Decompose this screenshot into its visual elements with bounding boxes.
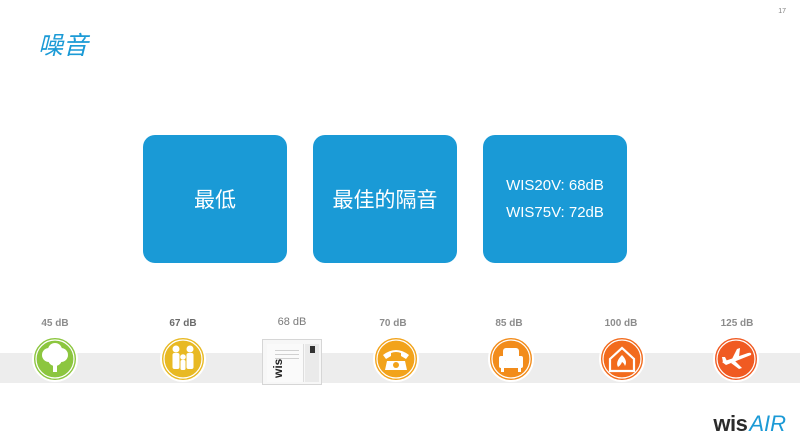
telephone-icon xyxy=(372,335,420,383)
family-icon xyxy=(159,335,207,383)
card-lowest-text: 最低 xyxy=(194,188,236,212)
card-specs: WIS20V: 68dB WIS75V: 72dB xyxy=(483,135,627,263)
db-label-67: 67 dB xyxy=(169,318,197,329)
wisair-logo: wis AIR xyxy=(713,411,786,437)
fire-icon xyxy=(598,335,646,383)
unit-front-panel xyxy=(267,344,304,382)
unit-badge xyxy=(310,346,315,353)
unit-side-panel xyxy=(305,344,319,382)
db-label-85: 85 dB xyxy=(495,318,523,329)
db-label-45: 45 dB xyxy=(41,318,69,329)
spec-wis75v: WIS75V: 72dB xyxy=(506,204,604,221)
airplane-icon xyxy=(712,335,760,383)
card-best-insulation-text: 最佳的隔音 xyxy=(332,188,438,212)
card-lowest: 最低 xyxy=(143,135,287,263)
slide-title: 噪音 xyxy=(38,31,89,60)
db-label-100: 100 dB xyxy=(604,318,638,329)
armchair-icon xyxy=(487,335,535,383)
card-best-insulation: 最佳的隔音 xyxy=(313,135,457,263)
page-number: 17 xyxy=(778,8,786,15)
wis-unit-image: wis xyxy=(262,339,322,385)
db-label-125: 125 dB xyxy=(720,318,754,329)
tree-icon xyxy=(31,335,79,383)
db-label-70: 70 dB xyxy=(379,318,407,329)
logo-wis-text: wis xyxy=(713,411,748,436)
unit-brand-text: wis xyxy=(271,358,285,378)
spec-wis20v: WIS20V: 68dB xyxy=(506,177,604,194)
db-label-68: 68 dB xyxy=(277,316,307,328)
logo-air-text: AIR xyxy=(749,411,786,436)
